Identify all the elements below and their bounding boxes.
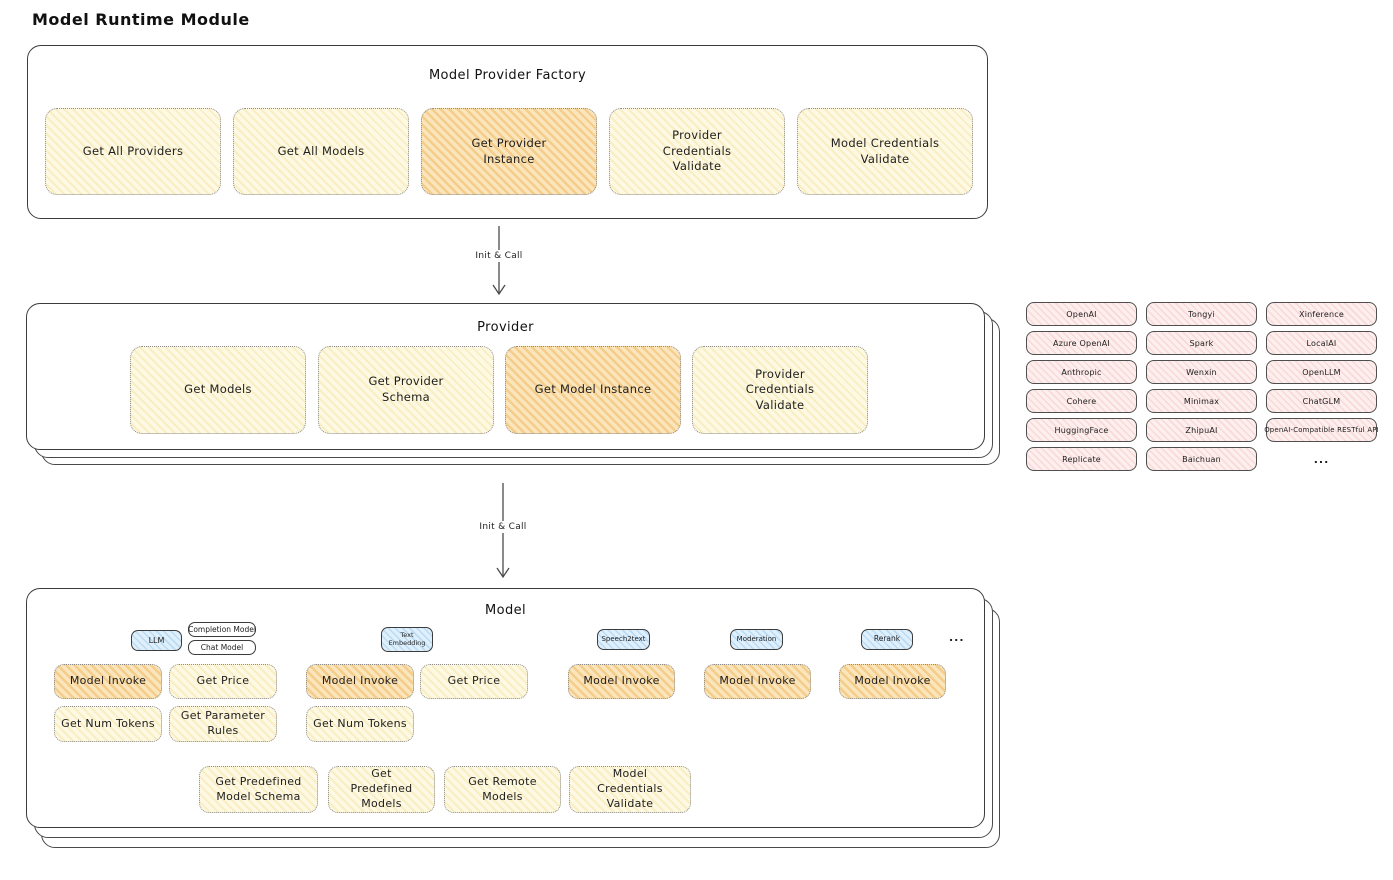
node-embedding-model-invoke: Model Invoke	[306, 664, 414, 699]
provider-pill-zhipuai: ZhipuAI	[1146, 418, 1257, 442]
node-get-all-models: Get All Models	[233, 108, 409, 195]
node-speech2text-model-invoke: Model Invoke	[568, 664, 675, 699]
provider-pill-openai: OpenAI	[1026, 302, 1137, 326]
provider-pill-baichuan: Baichuan	[1146, 447, 1257, 471]
provider-pill-azure-openai: Azure OpenAI	[1026, 331, 1137, 355]
provider-pill-spark: Spark	[1146, 331, 1257, 355]
tab-text-embedding: Text Embedding	[381, 627, 433, 652]
node-get-remote-models: Get Remote Models	[444, 766, 561, 813]
provider-catalog-more: ...	[1313, 452, 1330, 466]
provider-pill-xinference: Xinference	[1266, 302, 1377, 326]
tab-moderation: Moderation	[730, 629, 783, 650]
provider-pill-cohere: Cohere	[1026, 389, 1137, 413]
provider-pill-wenxin: Wenxin	[1146, 360, 1257, 384]
tab-rerank: Rerank	[861, 629, 913, 650]
provider-pill-chatglm: ChatGLM	[1266, 389, 1377, 413]
factory-box: Model Provider Factory Get All Providers…	[27, 45, 988, 219]
node-llm-model-invoke: Model Invoke	[54, 664, 162, 699]
node-llm-get-price: Get Price	[169, 664, 277, 699]
provider-pill-replicate: Replicate	[1026, 447, 1137, 471]
node-get-model-instance: Get Model Instance	[505, 346, 681, 434]
provider-pill-openllm: OpenLLM	[1266, 360, 1377, 384]
provider-pill-anthropic: Anthropic	[1026, 360, 1137, 384]
node-provider-credentials-validate-2: Provider Credentials Validate	[692, 346, 868, 434]
node-get-models: Get Models	[130, 346, 306, 434]
node-provider-credentials-validate: Provider Credentials Validate	[609, 108, 785, 195]
node-get-provider-instance: Get Provider Instance	[421, 108, 597, 195]
provider-pill-openai-compatible: OpenAI-Compatible RESTful API	[1264, 418, 1379, 442]
provider-pill-tongyi: Tongyi	[1146, 302, 1257, 326]
node-embedding-get-price: Get Price	[420, 664, 528, 699]
node-get-predefined-model-schema: Get Predefined Model Schema	[199, 766, 318, 813]
tab-speech2text: Speech2text	[597, 629, 650, 650]
tab-completion-model: Completion Model	[188, 622, 256, 637]
model-types-more: ...	[949, 631, 965, 644]
factory-title: Model Provider Factory	[428, 68, 587, 83]
node-model-credentials-validate-2: Model Credentials Validate	[569, 766, 691, 813]
provider-pill-localai: LocalAI	[1266, 331, 1377, 355]
model-box: Model LLM Completion Model Chat Model Te…	[26, 588, 985, 828]
provider-title: Provider	[477, 320, 534, 335]
provider-catalog: OpenAI Azure OpenAI Anthropic Cohere Hug…	[1026, 302, 1379, 471]
provider-box: Provider Get Models Get Provider Schema …	[26, 303, 985, 450]
node-get-all-providers: Get All Providers	[45, 108, 221, 195]
arrow-label-init-call-1: Init & Call	[470, 250, 528, 262]
node-model-credentials-validate: Model Credentials Validate	[797, 108, 973, 195]
arrow-label-init-call-2: Init & Call	[474, 521, 532, 533]
model-title: Model	[484, 603, 527, 618]
page-title: Model Runtime Module	[32, 10, 250, 29]
node-embedding-get-num-tokens: Get Num Tokens	[306, 706, 414, 742]
tab-llm: LLM	[131, 630, 182, 651]
node-rerank-model-invoke: Model Invoke	[839, 664, 946, 699]
node-llm-get-parameter-rules: Get Parameter Rules	[169, 706, 277, 742]
provider-pill-minimax: Minimax	[1146, 389, 1257, 413]
tab-chat-model: Chat Model	[188, 640, 256, 655]
node-llm-get-num-tokens: Get Num Tokens	[54, 706, 162, 742]
node-get-predefined-models: Get Predefined Models	[328, 766, 435, 813]
node-moderation-model-invoke: Model Invoke	[704, 664, 811, 699]
node-get-provider-schema: Get Provider Schema	[318, 346, 494, 434]
provider-pill-huggingface: HuggingFace	[1026, 418, 1137, 442]
